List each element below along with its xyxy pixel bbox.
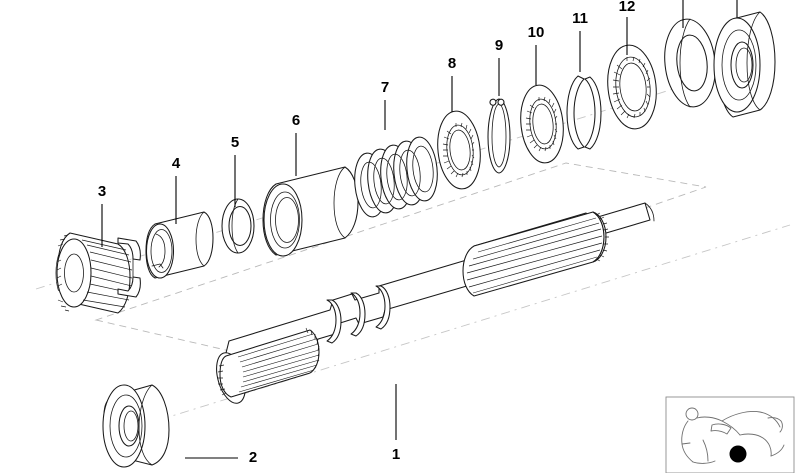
part-ball-bearing-lower <box>102 384 170 468</box>
callout-label-7[interactable]: 7 <box>381 79 389 96</box>
shaft-axis <box>119 224 791 433</box>
part-wave-spring-stack <box>354 136 438 218</box>
callout-labels: 1 2 3 4 5 6 7 8 9 10 11 12 <box>98 0 636 466</box>
part-splined-disc-10 <box>520 84 564 164</box>
part-drive-gear <box>55 232 133 314</box>
callout-label-12[interactable]: 12 <box>619 0 636 15</box>
shaft-lower-spline <box>216 327 320 404</box>
motorcycle-icon <box>681 407 785 464</box>
callout-label-9[interactable]: 9 <box>495 37 503 54</box>
shaft-upper-end <box>644 202 655 222</box>
part-spacer-bush <box>262 166 359 257</box>
part-split-ring-11 <box>566 75 602 150</box>
callout-label-3[interactable]: 3 <box>98 183 106 200</box>
part-splined-disc-12 <box>607 44 657 130</box>
part-ball-bearing-upper <box>713 11 776 118</box>
callout-label-6[interactable]: 6 <box>292 112 300 129</box>
callout-label-5[interactable]: 5 <box>231 134 239 151</box>
callout-label-1[interactable]: 1 <box>392 446 400 463</box>
callout-leaders <box>101 0 738 459</box>
part-circlip-9 <box>487 98 511 174</box>
callout-label-10[interactable]: 10 <box>528 24 545 41</box>
part-gear-clip <box>117 237 141 298</box>
callout-label-4[interactable]: 4 <box>172 155 181 172</box>
callout-label-8[interactable]: 8 <box>448 55 456 72</box>
part-shim-washer <box>221 198 255 254</box>
part-coupling-sleeve <box>145 211 214 279</box>
part-splined-disc-8 <box>437 110 481 190</box>
part-output-shaft <box>216 202 655 404</box>
construction-plane <box>94 162 707 352</box>
motorcycle-badge <box>665 396 795 473</box>
callout-label-11[interactable]: 11 <box>572 10 588 27</box>
shaft-upper-spline <box>462 211 609 297</box>
callout-label-2[interactable]: 2 <box>249 449 257 466</box>
part-thrust-washer <box>664 18 716 108</box>
shaft-collar <box>326 285 391 344</box>
